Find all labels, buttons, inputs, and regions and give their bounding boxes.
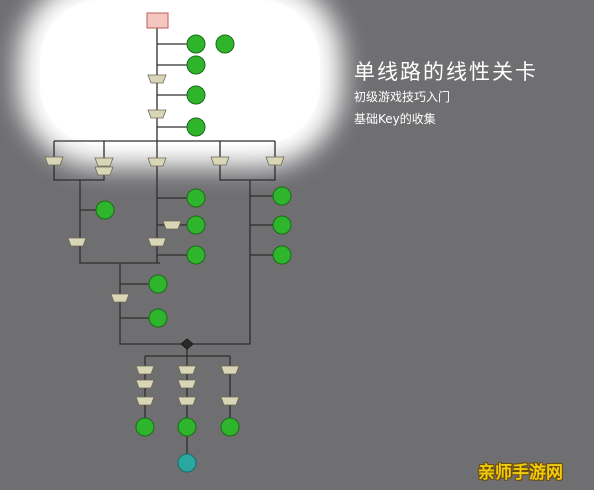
diagram-nodes bbox=[44, 12, 292, 473]
key-gate-11 bbox=[147, 237, 167, 247]
level-node-8 bbox=[186, 215, 206, 235]
key-gate-12 bbox=[110, 293, 130, 303]
level-node-16 bbox=[177, 417, 197, 437]
connector-line-14 bbox=[119, 263, 187, 345]
key-gate-6 bbox=[147, 157, 167, 167]
key-gate-18 bbox=[135, 396, 155, 406]
level-node-17 bbox=[220, 417, 240, 437]
connector-line-18 bbox=[187, 180, 251, 345]
level-node-12 bbox=[272, 186, 292, 206]
key-gate-17 bbox=[177, 379, 197, 389]
connector-line-8 bbox=[79, 180, 160, 264]
level-node-11 bbox=[148, 308, 168, 328]
key-gate-7 bbox=[210, 156, 230, 166]
key-gate-10 bbox=[67, 237, 87, 247]
key-gate-15 bbox=[220, 365, 240, 375]
level-node-4 bbox=[186, 85, 206, 105]
level-node-1 bbox=[186, 34, 206, 54]
page-title: 单线路的线性关卡 bbox=[354, 60, 538, 84]
key-gate-16 bbox=[135, 379, 155, 389]
level-node-10 bbox=[148, 274, 168, 294]
end-node bbox=[177, 453, 197, 473]
subtitle-key-collection: 基础Key的收集 bbox=[354, 112, 436, 126]
level-node-9 bbox=[186, 245, 206, 265]
level-node-2 bbox=[215, 34, 235, 54]
start-node bbox=[146, 12, 169, 29]
key-gate-8 bbox=[265, 156, 285, 166]
subtitle-beginner-tips: 初级游戏技巧入门 bbox=[354, 90, 451, 104]
level-node-15 bbox=[135, 417, 155, 437]
level-node-6 bbox=[95, 200, 115, 220]
key-gate-3 bbox=[44, 156, 64, 166]
key-gate-9 bbox=[162, 220, 182, 230]
connector-line-17 bbox=[219, 141, 276, 181]
level-node-14 bbox=[272, 245, 292, 265]
level-node-13 bbox=[272, 215, 292, 235]
key-gate-5 bbox=[94, 166, 114, 176]
junction-diamond bbox=[180, 338, 194, 350]
level-node-7 bbox=[186, 188, 206, 208]
level-node-3 bbox=[186, 55, 206, 75]
key-gate-13 bbox=[135, 365, 155, 375]
key-gate-4 bbox=[94, 157, 114, 167]
key-gate-19 bbox=[177, 396, 197, 406]
key-gate-20 bbox=[220, 396, 240, 406]
key-gate-2 bbox=[147, 109, 167, 119]
key-gate-1 bbox=[147, 74, 167, 84]
connector-lines bbox=[53, 28, 282, 463]
level-node-5 bbox=[186, 117, 206, 137]
key-gate-14 bbox=[177, 365, 197, 375]
watermark-logo: 亲师手游网 bbox=[478, 463, 563, 483]
highlight-glow bbox=[40, 0, 320, 145]
